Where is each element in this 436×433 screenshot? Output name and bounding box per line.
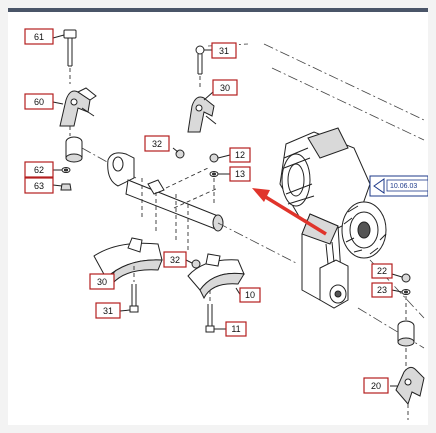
callout-60: [24, 93, 54, 110]
callout-61-label: 61: [34, 32, 44, 42]
callout-11-label: 11: [231, 324, 240, 334]
part-nut-63: [60, 183, 72, 191]
callout-20-label: 20: [371, 381, 381, 391]
callout-11: [225, 321, 247, 337]
callout-62-label: 62: [34, 165, 44, 175]
part-bracket-20: [395, 366, 425, 405]
top-bar: [8, 8, 428, 12]
part-bolt-61: [63, 29, 77, 67]
part-bolt-31-bottom: [129, 284, 139, 313]
callout-31-top-label: 31: [219, 46, 229, 56]
parts-diagram-frame: 61 60 62 63 31 30 32 12: [8, 8, 428, 425]
callout-32-bottom-label: 32: [170, 255, 180, 265]
part-washer-23: [401, 289, 411, 295]
red-direction-arrow: [252, 188, 327, 236]
part-shaft: [107, 152, 224, 232]
callout-30-top: [212, 79, 238, 96]
exploded-parts-drawing: 61 60 62 63 31 30 32 12: [24, 28, 428, 420]
callout-31-top: [211, 42, 237, 59]
callout-22-label: 22: [377, 266, 387, 276]
callout-60-label: 60: [34, 97, 44, 107]
reference-label: 10.06.03: [390, 183, 417, 190]
part-nut-22: [401, 273, 411, 283]
callout-32-bottom: [163, 251, 187, 268]
part-nut-32-bottom: [191, 259, 201, 269]
part-bolt-11: [205, 304, 215, 333]
callout-63-label: 63: [34, 181, 44, 191]
gearbox-motor-assembly: [279, 127, 387, 309]
part-bolt-31-top: [195, 45, 205, 75]
part-washer-62: [61, 167, 71, 173]
callout-20: [363, 377, 389, 394]
callout-10-label: 10: [245, 290, 255, 300]
part-washer-13: [209, 171, 219, 177]
reference-link[interactable]: 10.06.03: [369, 175, 428, 197]
callout-23-label: 23: [377, 285, 387, 295]
callout-12-label: 12: [235, 150, 245, 160]
callout-22: [371, 263, 393, 279]
callout-30-bottom-label: 30: [97, 277, 107, 287]
part-bracket-30-top: [187, 96, 217, 133]
callout-12: [229, 147, 251, 163]
callout-32-top-label: 32: [152, 139, 162, 149]
part-bushing-right: [397, 320, 415, 347]
callout-31-bottom: [95, 302, 121, 319]
part-clamp-30-bottom: [93, 237, 163, 285]
callout-10: [239, 287, 261, 303]
callout-30-bottom: [89, 273, 115, 290]
callout-13: [229, 166, 251, 182]
callout-63: [24, 177, 54, 194]
part-bracket-60: [59, 87, 97, 127]
callout-31-bottom-label: 31: [103, 306, 113, 316]
callout-32-top: [144, 135, 170, 152]
part-clamp-10: [187, 253, 245, 300]
callout-23: [371, 282, 393, 298]
part-bushing: [65, 136, 83, 163]
part-nut-12: [209, 153, 219, 163]
callout-30-top-label: 30: [220, 83, 230, 93]
callout-61: [24, 28, 54, 45]
triangle-left-icon: [373, 178, 385, 194]
callout-62: [24, 161, 54, 178]
callout-13-label: 13: [235, 169, 245, 179]
